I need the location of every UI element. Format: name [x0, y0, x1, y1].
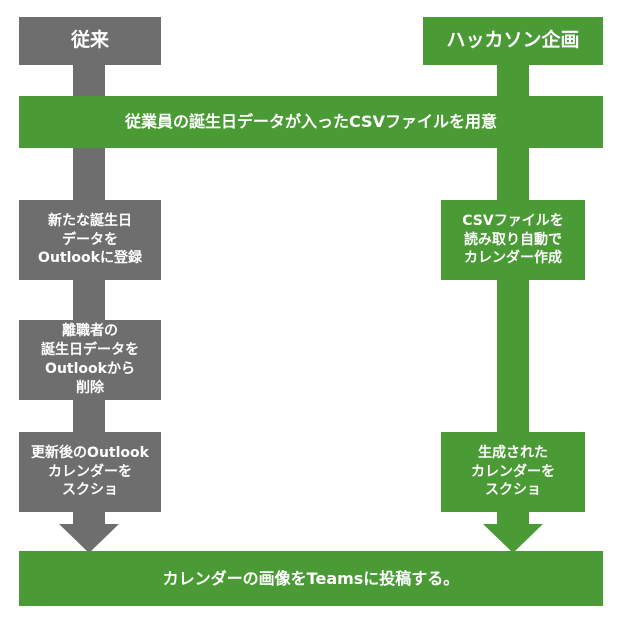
shared-step-prepare-csv: 従業員の誕生日データが入ったCSVファイルを用意 [19, 96, 603, 148]
hackathon-header: ハッカソン企画 [423, 17, 603, 65]
legacy-step-register: 新たな誕生日 データを Outlookに登録 [19, 200, 161, 280]
legacy-step-delete: 離職者の 誕生日データを Outlookから 削除 [19, 320, 161, 400]
legacy-header: 従来 [19, 17, 161, 65]
legacy-step-screenshot: 更新後のOutlook カレンダーを スクショ [19, 432, 161, 512]
hackathon-step-screenshot: 生成された カレンダーを スクショ [441, 432, 585, 512]
shared-step-post-teams: カレンダーの画像をTeamsに投稿する。 [19, 551, 603, 606]
hackathon-step-auto-create: CSVファイルを 読み取り自動で カレンダー作成 [441, 200, 585, 280]
